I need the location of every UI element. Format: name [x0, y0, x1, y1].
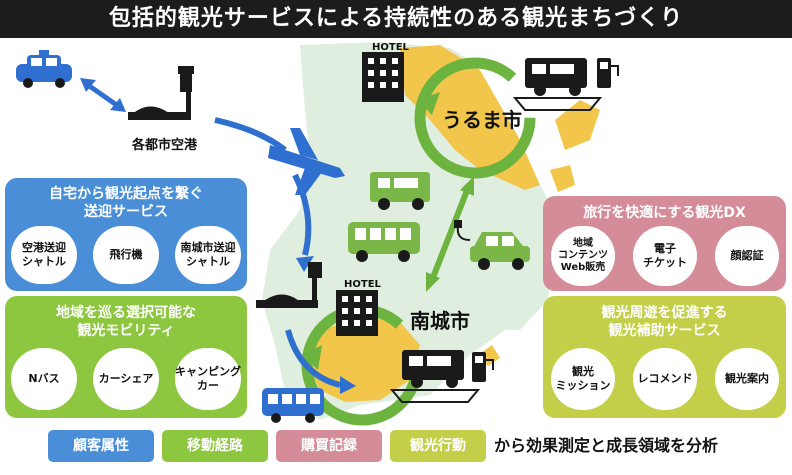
hotel-label-south: HOTEL	[344, 279, 381, 290]
panel-tourism-dx: 旅行を快適にする観光DX 地域 コンテンツ Web販売 電子 チケット 顔認証	[543, 196, 786, 291]
panel-tour-assist: 観光周遊を促進する 観光補助サービス 観光 ミッション レコメンド 観光案内	[543, 296, 786, 418]
item-tour-mission: 観光 ミッション	[551, 348, 615, 410]
airport-label: 各都市空港	[132, 138, 198, 153]
item-n-bus: Nバス	[11, 348, 77, 410]
item-airport-shuttle: 空港送迎 シャトル	[11, 226, 77, 284]
chip-tour-behavior: 観光行動	[390, 430, 486, 462]
item-recommend: レコメンド	[633, 348, 697, 410]
island-north	[555, 100, 600, 150]
city-connector-arrow	[429, 186, 471, 282]
panel-transfer-service: 自宅から観光起点を繋ぐ 送迎サービス 空港送迎 シャトル 飛行機 南城市送迎 シ…	[5, 178, 247, 291]
uruma-cycle-arrow	[414, 57, 536, 179]
chip-purchase-records: 購買記録	[276, 430, 382, 462]
airport-icon	[128, 66, 194, 120]
island-north-small	[550, 165, 575, 192]
taxi-icon	[16, 50, 72, 88]
item-camping-car: キャンピング カー	[175, 348, 241, 410]
chip-travel-routes: 移動経路	[162, 430, 268, 462]
flight-down-arrow	[292, 173, 312, 256]
ev-car-icon-green	[454, 220, 530, 270]
taxi-airport-arrow	[86, 82, 120, 109]
footer-analysis-text: から効果測定と成長領域を分析	[494, 436, 719, 455]
city-label-nanjo: 南城市	[410, 309, 470, 333]
chip-customer-attributes: 顧客属性	[48, 430, 154, 462]
item-tour-guide: 観光案内	[715, 348, 779, 410]
item-car-share: カーシェア	[93, 348, 159, 410]
panel-dx-title: 旅行を快適にする観光DX	[583, 205, 746, 221]
uruma-arrow-head	[418, 92, 440, 115]
camper-icon-north	[512, 58, 603, 111]
panel-mobility-title: 地域を巡る選択可能な 観光モビリティ	[56, 305, 196, 339]
hotel-icon-north	[362, 52, 404, 102]
ev-charger-icon-south	[472, 352, 494, 382]
item-airplane: 飛行機	[93, 226, 159, 284]
item-web-sales: 地域 コンテンツ Web販売	[551, 226, 615, 286]
item-nanjo-shuttle: 南城市送迎 シャトル	[175, 226, 241, 284]
camper-icon-green	[370, 172, 430, 210]
camper-icon-south	[389, 350, 481, 403]
panel-mobility-service: 地域を巡る選択可能な 観光モビリティ Nバス カーシェア キャンピング カー	[5, 296, 247, 418]
hotel-label-north: HOTEL	[372, 42, 409, 53]
nanjo-arrow-head	[302, 345, 322, 370]
panel-transfer-title: 自宅から観光起点を繋ぐ 送迎サービス	[49, 186, 203, 220]
city-label-uruma: うるま市	[442, 108, 522, 132]
page-title: 包括的観光サービスによる持続性のある観光まちづくり	[0, 0, 792, 38]
panel-assist-title: 観光周遊を促進する 観光補助サービス	[601, 305, 728, 339]
item-e-ticket: 電子 チケット	[633, 226, 697, 286]
nanjo-bus-arrow	[285, 329, 341, 388]
bus-icon-blue	[262, 388, 324, 423]
item-face-auth: 顔認証	[715, 226, 779, 286]
airplane-icon	[268, 128, 345, 195]
bus-icon-green	[348, 222, 420, 262]
flight-path-arrow	[214, 117, 287, 153]
airport-icon-south	[256, 262, 322, 308]
hotel-icon-south	[336, 290, 378, 336]
ev-charger-icon-north	[597, 58, 619, 88]
